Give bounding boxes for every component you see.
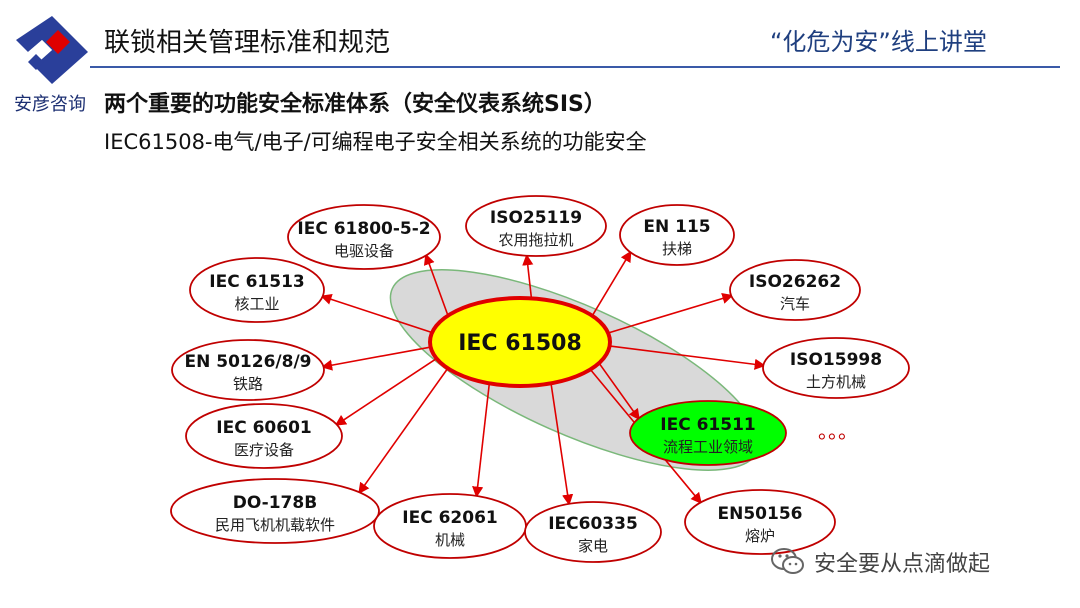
company-name: 安彦咨询	[14, 94, 86, 115]
header-slogan: “化危为安”线上讲堂	[770, 28, 987, 56]
center-node: IEC 61508	[428, 296, 612, 388]
standard-node-iec61800: IEC 61800-5-2 电驱设备	[287, 204, 441, 270]
standard-node-iec62061: IEC 62061 机械	[373, 493, 527, 559]
node-desc-en115: 扶梯	[662, 240, 692, 258]
node-desc-en50126: 铁路	[233, 375, 263, 393]
watermark: 安全要从点滴做起	[770, 544, 990, 580]
node-desc-iso15998: 土方机械	[806, 373, 866, 391]
node-desc-iec60601: 医疗设备	[234, 441, 294, 459]
center-node-shape	[428, 296, 612, 388]
standard-node-iso25119: ISO25119 农用拖拉机	[465, 195, 607, 257]
more-standards-ellipsis: 。。。	[818, 419, 858, 443]
node-shape-iec61513	[189, 257, 325, 323]
wechat-icon	[771, 548, 804, 574]
arrow-to-iec60335	[549, 380, 574, 506]
node-code-en115: EN 115	[643, 217, 710, 237]
node-code-iec60335: IEC60335	[548, 514, 638, 534]
standard-node-en50156: EN50156 熔炉	[684, 489, 836, 555]
watermark-text: 安全要从点滴做起	[814, 552, 991, 577]
company-logo	[16, 16, 88, 84]
arrow-to-do178b	[358, 365, 451, 495]
node-desc-iec60335: 家电	[578, 537, 608, 555]
node-desc-en50156: 熔炉	[745, 527, 775, 545]
node-desc-iec61511: 流程工业领域	[663, 438, 753, 456]
arrow-to-iec61800	[423, 253, 450, 319]
node-code-iec60601: IEC 60601	[216, 418, 311, 438]
node-code-iec62061: IEC 62061	[402, 508, 497, 528]
page-title: 联锁相关管理标准和规范	[104, 28, 391, 58]
node-code-iec61511: IEC 61511	[660, 415, 755, 435]
standard-node-iec61511: IEC 61511 流程工业领域	[629, 400, 787, 466]
node-code-en50126: EN 50126/8/9	[185, 352, 312, 372]
node-code-iec61800: IEC 61800-5-2	[297, 219, 430, 239]
standard-node-iec60335: IEC60335 家电	[524, 501, 662, 563]
arrow-to-iso26262	[603, 293, 734, 335]
node-shape-en115	[619, 204, 735, 266]
node-code-iso25119: ISO25119	[490, 208, 582, 228]
node-code-iso26262: ISO26262	[749, 272, 841, 292]
node-shape-iec61800	[287, 204, 441, 270]
header-divider	[90, 66, 1060, 68]
section-subtitle: 两个重要的功能安全标准体系（安全仪表系统SIS）	[104, 92, 606, 117]
node-shape-iec61511	[629, 400, 787, 466]
node-shape-iso25119	[465, 195, 607, 257]
node-desc-iec61513: 核工业	[234, 295, 279, 313]
arrow-to-en115	[589, 250, 632, 319]
arrow-to-iso25119	[522, 254, 534, 301]
node-shape-iso26262	[729, 259, 861, 321]
node-desc-do178b: 民用飞机机载软件	[215, 516, 335, 534]
standard-node-do178b: DO-178B 民用飞机机载软件	[170, 478, 380, 544]
node-code-iec61513: IEC 61513	[209, 272, 304, 292]
node-desc-iec62061: 机械	[435, 531, 465, 549]
arrow-to-en50126	[320, 345, 436, 371]
node-code-en50156: EN50156	[718, 504, 803, 524]
arrow-to-iec61513	[320, 293, 437, 335]
standard-node-iso15998: ISO15998 土方机械	[762, 337, 910, 399]
section-subline: IEC61508-电气/电子/可编程电子安全相关系统的功能安全	[104, 130, 647, 154]
standard-node-iec61513: IEC 61513 核工业	[189, 257, 325, 323]
node-shape-iso15998	[762, 337, 910, 399]
center-node-label: IEC 61508	[458, 331, 582, 356]
standard-node-iec60601: IEC 60601 医疗设备	[185, 403, 343, 469]
node-shape-iec60335	[524, 501, 662, 563]
arrow-to-iec61511	[596, 359, 640, 421]
arrow-to-iec62061	[472, 380, 491, 498]
standard-node-en115: EN 115 扶梯	[619, 204, 735, 266]
node-desc-iso25119: 农用拖拉机	[498, 231, 573, 249]
node-code-iso15998: ISO15998	[790, 350, 882, 370]
standard-node-iso26262: ISO26262 汽车	[729, 259, 861, 321]
node-shape-do178b	[170, 478, 380, 544]
node-desc-iec61800: 电驱设备	[334, 242, 394, 260]
arrow-to-iec60601	[334, 355, 441, 426]
standard-node-en50126: EN 50126/8/9 铁路	[171, 339, 325, 401]
arrow-to-iso15998	[605, 344, 766, 370]
node-code-do178b: DO-178B	[233, 493, 317, 513]
node-desc-iso26262: 汽车	[780, 295, 810, 313]
node-shape-en50156	[684, 489, 836, 555]
node-shape-iec60601	[185, 403, 343, 469]
node-shape-en50126	[171, 339, 325, 401]
